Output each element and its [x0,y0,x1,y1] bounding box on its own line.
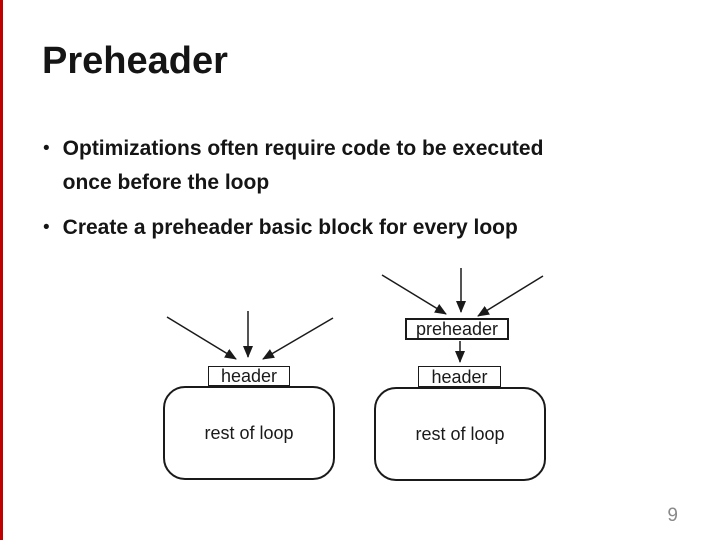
rest-of-loop-node-before: rest of loop [163,386,335,480]
slide-title: Preheader [42,40,228,82]
bullet-list: • Optimizations often require code to be… [43,132,603,256]
header-node-after: header [418,366,501,387]
bullet-item: • Create a preheader basic block for eve… [43,211,603,245]
incoming-edge-arrow [477,275,544,317]
incoming-edge-arrow [166,316,237,360]
bullet-marker: • [43,217,50,238]
bullet-marker: • [43,138,50,159]
rest-of-loop-label: rest of loop [415,424,505,444]
bullet-text: Create a preheader basic block for every… [62,216,518,239]
rest-of-loop-node-after: rest of loop [374,387,546,481]
header-label: header [220,366,278,386]
bullet-item: • Optimizations often require code to be… [43,132,603,200]
incoming-edge-arrow [381,274,447,315]
rest-of-loop-label: rest of loop [204,423,294,443]
page-number: 9 [667,505,678,526]
preheader-label: preheader [415,319,499,339]
header-node-before: header [208,366,290,386]
left-accent-bar [0,0,3,540]
incoming-edge-arrow [262,317,334,360]
bullet-text: Optimizations often require code to be e… [62,137,544,194]
header-label: header [431,366,488,387]
preheader-node: preheader [405,318,509,340]
